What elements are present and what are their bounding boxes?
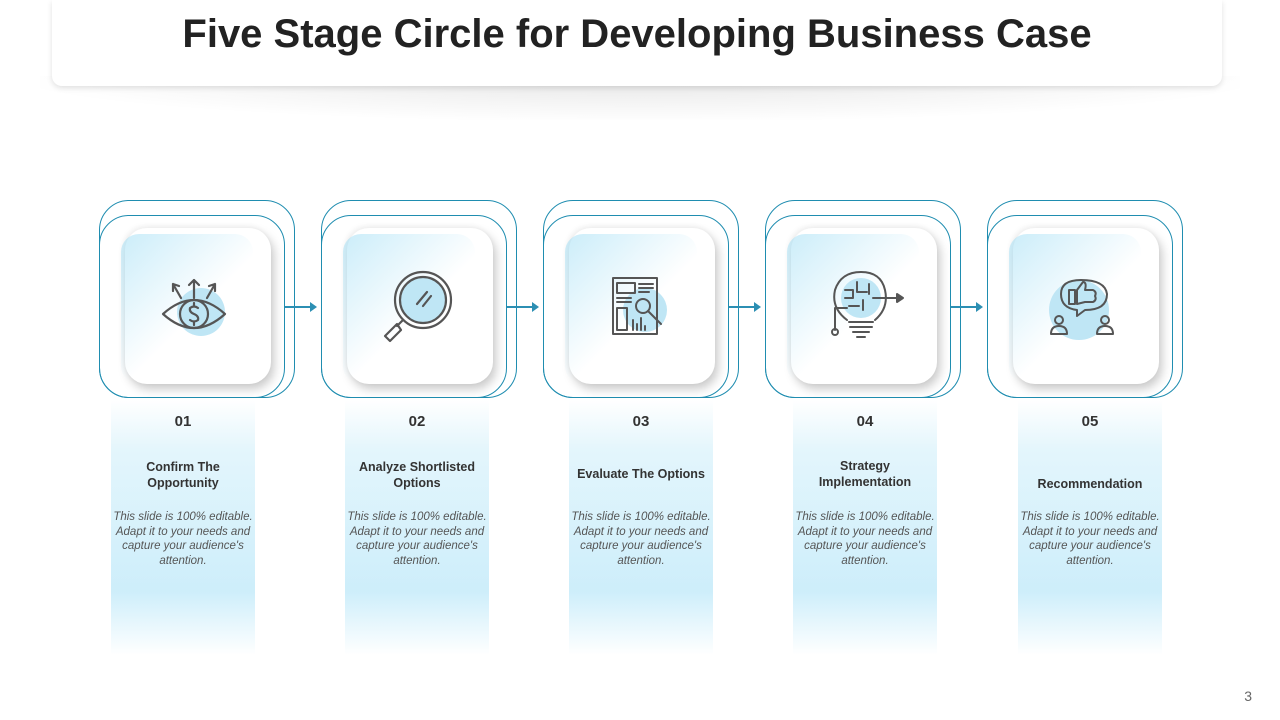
report-search-icon xyxy=(612,277,667,335)
connector-arrow-4 xyxy=(951,302,983,312)
inner-frame xyxy=(765,215,951,398)
connector-arrow-2 xyxy=(507,302,539,312)
inner-frame xyxy=(99,215,285,398)
eye-dollar-icon xyxy=(161,278,227,336)
stage-2-panel xyxy=(345,400,489,655)
connector-arrow-3 xyxy=(729,302,761,312)
stage-label: Strategy Implementation xyxy=(818,459,912,489)
stage-number: 02 xyxy=(408,413,426,430)
stage-label: Recommendation xyxy=(1037,477,1143,491)
inner-frame xyxy=(987,215,1173,398)
stage-5-panel xyxy=(1018,400,1162,655)
page-title: Five Stage Circle for Developing Busines… xyxy=(182,12,1092,56)
stage-5-card xyxy=(987,200,1187,400)
magnifier-icon xyxy=(383,270,453,343)
stage-number: 04 xyxy=(856,413,874,430)
stage-label: Confirm The Opportunity xyxy=(146,460,220,490)
stage-3-card xyxy=(543,200,743,400)
stage-number: 05 xyxy=(1081,413,1099,430)
stage-label: Analyze Shortlisted Options xyxy=(359,460,475,490)
stage-number: 03 xyxy=(632,413,650,430)
stage-1-panel xyxy=(111,400,255,655)
thumbs-up-chat-icon xyxy=(1049,279,1114,340)
stage-2-card xyxy=(321,200,521,400)
stage-1-card xyxy=(99,200,299,400)
stage-description: This slide is 100% editable. Adapt it to… xyxy=(571,511,711,567)
title-bar: Five Stage Circle for Developing Busines… xyxy=(52,0,1222,86)
inner-frame xyxy=(321,215,507,398)
stage-label: Evaluate The Options xyxy=(577,467,705,481)
page-number: 3 xyxy=(1244,688,1252,704)
stage-4-card xyxy=(765,200,965,400)
inner-frame xyxy=(543,215,729,398)
stage-description: This slide is 100% editable. Adapt it to… xyxy=(347,511,487,567)
bulb-maze-icon xyxy=(831,271,904,338)
stage-number: 01 xyxy=(174,413,192,430)
stage-3-panel xyxy=(569,400,713,655)
stage-description: This slide is 100% editable. Adapt it to… xyxy=(113,511,253,567)
connector-arrow-1 xyxy=(285,302,317,312)
stage-4-panel xyxy=(793,400,937,655)
stage-description: This slide is 100% editable. Adapt it to… xyxy=(1020,511,1160,567)
stage-description: This slide is 100% editable. Adapt it to… xyxy=(795,511,935,567)
